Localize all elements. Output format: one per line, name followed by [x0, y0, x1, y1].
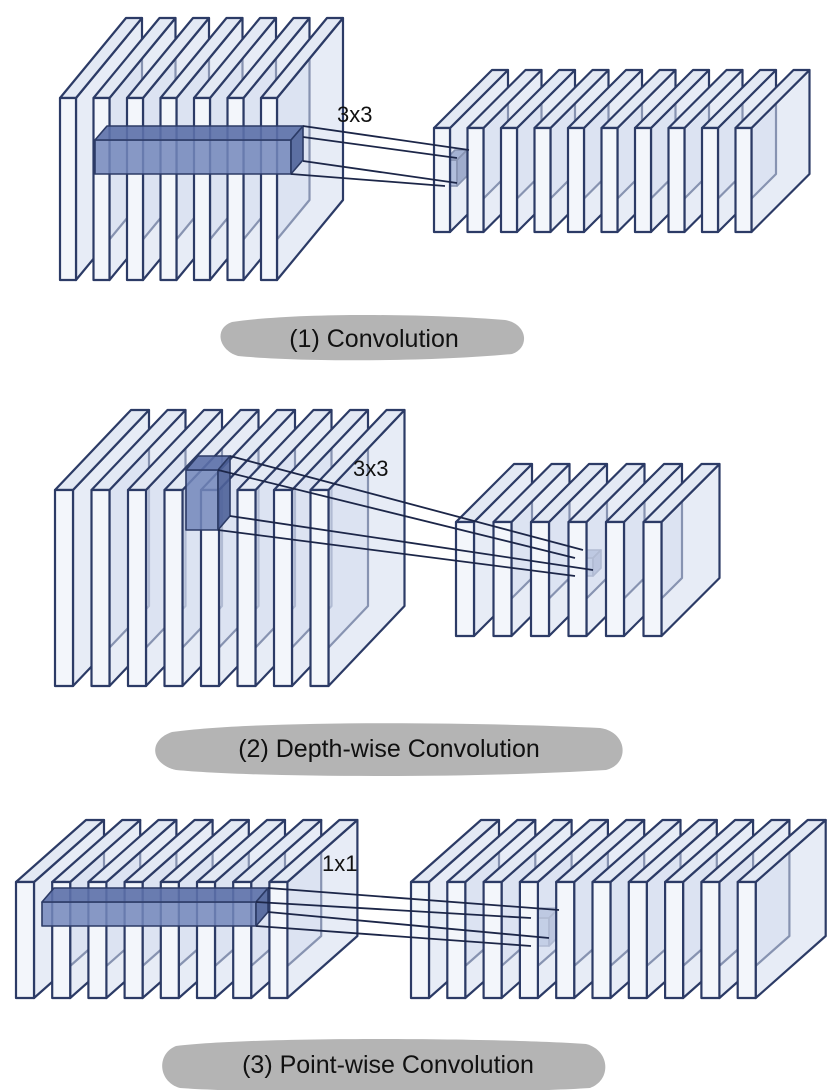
kernel-size-label: 3x3 — [353, 456, 388, 481]
slab-front-face — [533, 126, 552, 234]
caption-text: (3) Point-wise Convolution — [242, 1051, 534, 1079]
feature-map-slab — [642, 462, 721, 638]
input-feature-maps — [53, 408, 406, 688]
slab-front-face — [518, 880, 540, 1000]
panel-pointwise: 1x1 (3) Point-wise Convolution — [14, 818, 827, 1090]
kernel-side-face — [290, 125, 304, 175]
slab-front-face — [126, 488, 148, 688]
connection-lines — [217, 455, 594, 577]
connection-line — [290, 173, 446, 187]
slab-front-face — [268, 880, 289, 1000]
feature-map-slab — [268, 818, 359, 1000]
slab-front-face — [633, 126, 653, 234]
slab-front-face — [466, 126, 485, 234]
input-feature-maps — [58, 16, 345, 282]
panel-convolution: 3x3 (1) Convolution — [58, 16, 811, 361]
slab-front-face — [482, 880, 503, 1000]
connection-line — [255, 925, 532, 947]
connection-lines — [290, 125, 470, 187]
slab-front-face — [555, 880, 576, 1000]
slab-front-face — [627, 880, 648, 1000]
feature-map-slab — [309, 408, 406, 688]
slab-front-face — [736, 880, 757, 1000]
connection-line — [302, 136, 458, 159]
caption-background — [220, 315, 525, 361]
slab-front-face — [600, 126, 619, 234]
slab-front-face — [272, 488, 294, 688]
slab-front-face — [14, 880, 36, 1000]
slab-front-face — [566, 126, 586, 234]
kernel-top-face — [94, 125, 304, 141]
caption-text: (1) Convolution — [289, 325, 459, 353]
caption-text: (2) Depth-wise Convolution — [238, 735, 540, 763]
connection-line — [255, 901, 532, 919]
output-feature-maps — [432, 68, 811, 234]
feature-map-slab — [734, 68, 811, 234]
slab-front-face — [604, 520, 626, 638]
caption: (1) Convolution — [220, 315, 525, 361]
caption-background — [155, 723, 623, 776]
connection-lines — [255, 887, 560, 947]
output-feature-maps — [454, 462, 721, 638]
input-kernel-box — [41, 887, 269, 927]
slab-front-face — [454, 520, 476, 638]
kernel-front-face — [185, 469, 219, 531]
slab-front-face — [492, 520, 513, 638]
connection-line — [302, 160, 458, 184]
connection-line — [217, 469, 576, 559]
input-kernel-box — [185, 455, 231, 531]
connection-line — [267, 911, 550, 939]
caption: (2) Depth-wise Convolution — [155, 723, 623, 776]
kernel-side-face — [217, 455, 231, 531]
slab-front-face — [58, 96, 78, 282]
slab-front-face — [667, 126, 686, 234]
connection-line — [302, 125, 470, 151]
connection-line — [267, 887, 560, 911]
connection-line — [229, 515, 594, 571]
slab-front-face — [309, 488, 330, 688]
slab-front-face — [163, 488, 184, 688]
slab-front-face — [53, 488, 75, 688]
kernel-size-label: 3x3 — [337, 102, 372, 127]
connection-line — [217, 529, 576, 577]
slab-front-face — [700, 126, 720, 234]
feature-map-slab — [736, 818, 827, 1000]
kernel-front-face — [94, 139, 292, 175]
slab-front-face — [642, 520, 663, 638]
caption: (3) Point-wise Convolution — [162, 1039, 606, 1090]
slab-front-face — [663, 880, 685, 1000]
slab-front-face — [499, 126, 519, 234]
slab-front-face — [700, 880, 721, 1000]
caption-background — [162, 1039, 606, 1090]
kernel-front-face — [41, 901, 257, 927]
slab-front-face — [734, 126, 753, 234]
feature-map-slab — [259, 16, 345, 282]
kernel-size-label: 1x1 — [322, 851, 357, 876]
connection-line — [229, 455, 584, 551]
slab-front-face — [567, 520, 588, 638]
output-feature-maps — [409, 818, 827, 1000]
slab-front-face — [236, 488, 257, 688]
input-kernel-box — [94, 125, 304, 175]
kernel-top-face — [41, 887, 269, 903]
panel-depthwise: 3x3 (2) Depth-wise Convolution — [53, 408, 721, 776]
kernel-box — [94, 125, 468, 187]
slab-front-face — [591, 880, 612, 1000]
slab-front-face — [90, 488, 111, 688]
